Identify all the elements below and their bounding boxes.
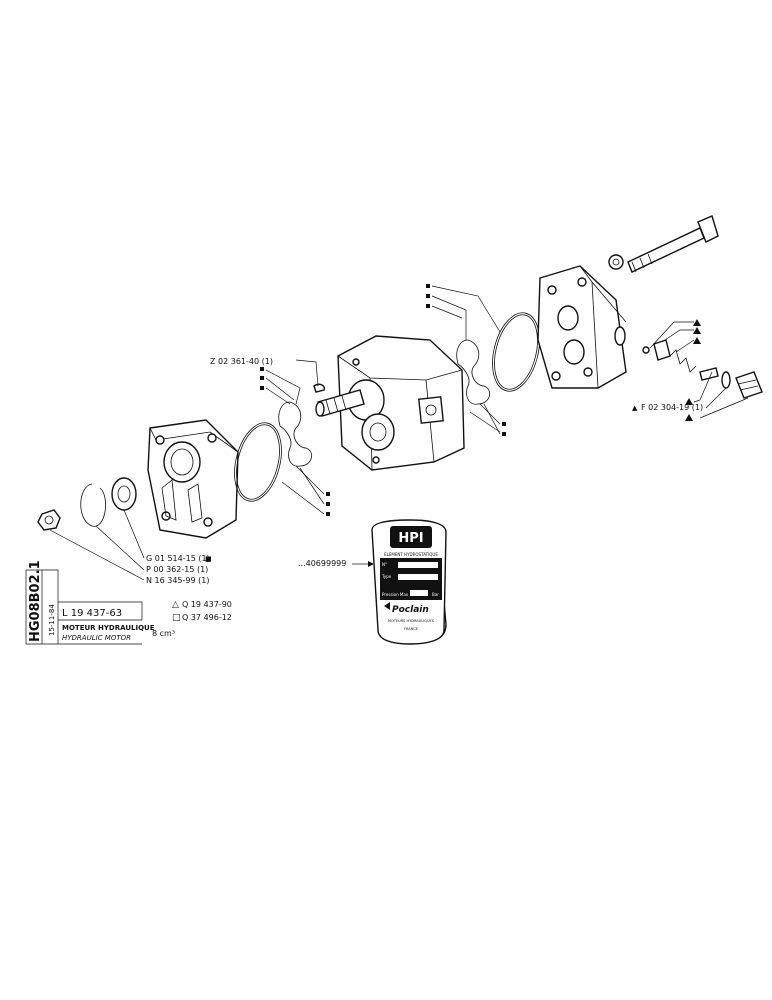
title-block: HG08B02.1 15-11-84 L 19 437-63 MOTEUR HY…: [25, 560, 232, 645]
callout-p: P 00 362-15 (1): [146, 565, 208, 574]
tie-bolt: [627, 215, 719, 273]
seal-rear: [456, 339, 491, 405]
o-ring-rear: [492, 312, 540, 392]
front-cover: [147, 419, 239, 539]
variant-2-symbol: □: [172, 613, 181, 623]
drive-shaft: [315, 389, 365, 417]
callout-g: G 01 514-15 (1): [146, 554, 210, 563]
hpi-logo-box: [390, 526, 432, 548]
variant-1-symbol: △: [172, 600, 179, 610]
title-english: HYDRAULIC MOTOR: [62, 634, 131, 642]
plate-field-type: Type: [381, 574, 392, 579]
rear-cover: [537, 265, 627, 389]
variant-2-code: Q 37 496-12: [182, 613, 232, 622]
o-ring-front: [234, 422, 282, 502]
side-code: HG08B02.1: [28, 560, 43, 642]
title-french: MOTEUR HYDRAULIQUE: [62, 624, 155, 632]
plate-heading: ELEMENT HYDROSTATIQUE: [384, 552, 438, 557]
relief-valve: [642, 339, 763, 399]
shaft-seal: [111, 477, 137, 511]
callout-n: N 16 345-99 (1): [146, 576, 209, 585]
callout-z: Z 02 361-40 (1): [210, 357, 273, 366]
circlip: [80, 483, 106, 527]
callout-g-mark: ■: [205, 555, 212, 563]
seal-front: [278, 401, 313, 467]
name-plate: HPI ELEMENT HYDROSTATIQUE N° Type Pressi…: [371, 519, 447, 645]
drawing-date: 15-11-84: [48, 604, 56, 636]
plate-reference: ...40699999: [298, 559, 346, 568]
lock-washer: [608, 254, 624, 270]
part-number: L 19 437-63: [62, 608, 122, 619]
callout-f: F 02 304-19 (1): [641, 403, 703, 412]
plate-field-number: N°: [382, 562, 387, 567]
capacity: 8 cm³: [152, 629, 175, 638]
callout-f-mark: ▲: [632, 404, 638, 412]
plate-field-pressure: Pression Max: [382, 592, 409, 597]
nut: [37, 509, 61, 531]
plate-brand: HPI: [398, 531, 423, 546]
plate-country: FRANCE: [404, 627, 418, 631]
shaft-key: [313, 383, 326, 393]
plate-maker: Poclain: [392, 605, 429, 615]
plate-maker-sub: MOTEURS HYDRAULIQUES: [388, 619, 435, 623]
motor-body: [337, 335, 465, 471]
variant-1-code: Q 19 437-90: [182, 600, 232, 609]
poclain-logo-icon: [384, 602, 390, 610]
plate-field-bar: Bar: [432, 592, 439, 597]
